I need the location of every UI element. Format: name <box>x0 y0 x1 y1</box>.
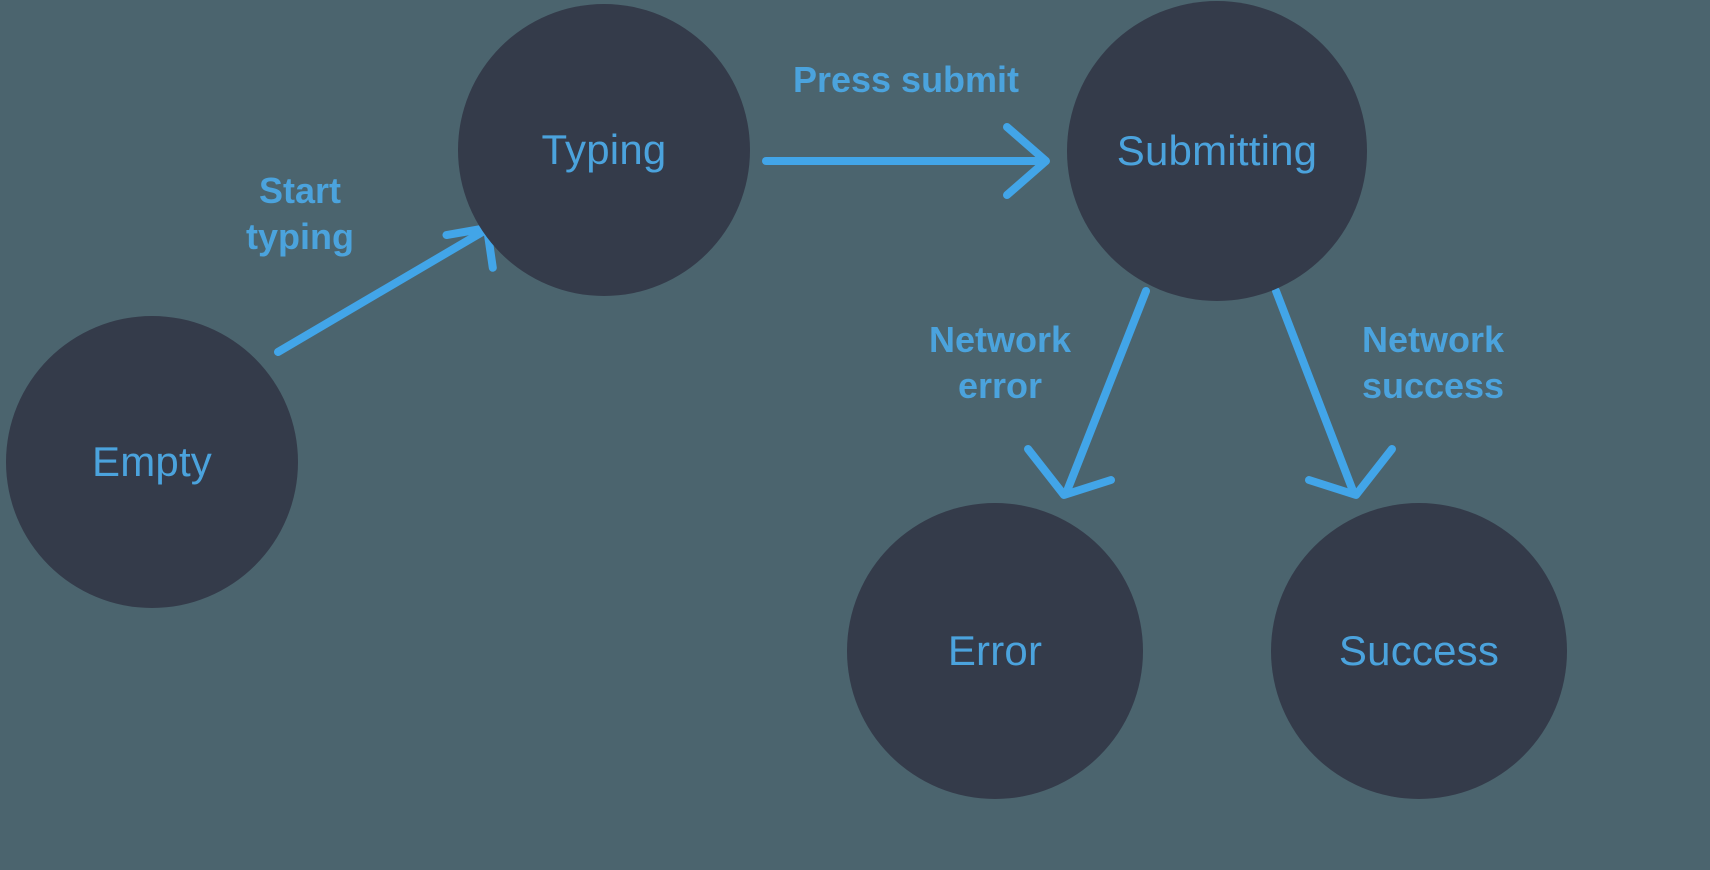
transition-label-network-error: Network error <box>928 319 1072 407</box>
arrow-network-success <box>1272 287 1396 499</box>
state-node-success[interactable]: Success <box>1271 503 1567 799</box>
state-node-typing[interactable]: Typing <box>458 4 750 296</box>
arrow-network-error <box>1024 287 1150 499</box>
state-label-submitting: Submitting <box>1116 127 1318 174</box>
state-node-empty[interactable]: Empty <box>6 316 298 608</box>
state-label-empty: Empty <box>91 438 213 485</box>
state-label-success: Success <box>1338 627 1500 674</box>
state-label-error: Error <box>947 627 1043 674</box>
transition-label-press-submit: Press submit <box>792 59 1020 100</box>
arrow-press-submit <box>762 123 1050 199</box>
state-node-error[interactable]: Error <box>847 503 1143 799</box>
state-label-typing: Typing <box>541 126 667 173</box>
transition-label-start-typing: Start typing <box>246 170 354 258</box>
transition-label-network-success: Network success <box>1361 319 1505 407</box>
state-node-submitting[interactable]: Submitting <box>1067 1 1367 301</box>
